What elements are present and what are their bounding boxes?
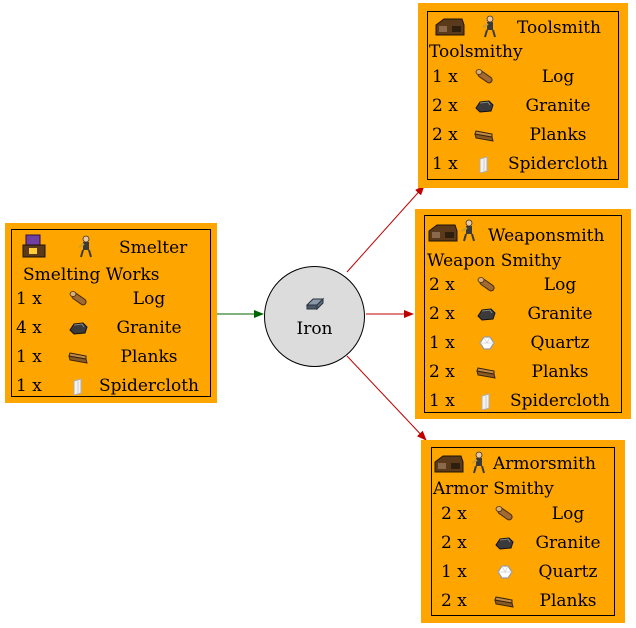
consumer-node-toolsmith[interactable]: Toolsmith Toolsmithy 1 x Log 2 x Granite… xyxy=(418,3,628,188)
list-item: 2 x Planks xyxy=(441,591,597,611)
ware-node-iron[interactable]: Iron xyxy=(264,266,365,367)
node-building: Smelting Works xyxy=(23,265,160,285)
node-building: Armor Smithy xyxy=(433,479,554,499)
node-building: Toolsmithy xyxy=(429,42,523,62)
producer-node-smelter[interactable]: Smelter Smelting Works 1 x Log 4 x Grani… xyxy=(5,223,217,403)
log-icon xyxy=(69,291,88,307)
granite-icon xyxy=(69,322,88,335)
node-title: Armorsmith xyxy=(493,454,596,474)
log-icon xyxy=(475,69,494,85)
list-item: 1 x Planks xyxy=(16,347,178,367)
weapon-smithy-building-icon xyxy=(428,224,458,242)
armorsmith-worker-icon xyxy=(471,451,485,474)
granite-icon xyxy=(477,308,496,321)
consumer-node-weaponsmith[interactable]: Weaponsmith Weapon Smithy 2 x Log 2 x Gr… xyxy=(415,209,631,419)
planks-icon xyxy=(68,352,88,364)
list-item: 1 x Spidercloth xyxy=(16,376,199,396)
list-item: 2 x Log xyxy=(441,504,585,524)
list-item: 1 x Log xyxy=(16,289,166,309)
list-item: 2 x Granite xyxy=(441,533,601,553)
list-item: 1 x Quartz xyxy=(441,562,598,582)
smelter-worker-icon xyxy=(78,235,92,258)
list-item: 2 x Granite xyxy=(432,96,591,116)
consumer-node-armorsmith[interactable]: Armorsmith Armor Smithy 2 x Log 2 x Gran… xyxy=(421,440,625,623)
edge-iron-to-toolsmith xyxy=(346,185,425,273)
spidercloth-icon xyxy=(73,378,82,395)
log-icon xyxy=(477,277,496,293)
node-building: Weapon Smithy xyxy=(427,251,562,271)
list-item: 1 x Log xyxy=(432,67,575,87)
toolsmithy-building-icon xyxy=(435,18,465,36)
list-item: 2 x Log xyxy=(429,275,577,295)
node-title: Smelter xyxy=(119,238,188,258)
granite-icon xyxy=(495,537,514,550)
list-item: 2 x Planks xyxy=(429,362,589,382)
node-title: Toolsmith xyxy=(517,18,601,38)
node-title: Weaponsmith xyxy=(488,226,605,246)
smelting-works-building-icon xyxy=(22,234,46,258)
edge-iron-to-armorsmith xyxy=(346,355,427,441)
spidercloth-icon xyxy=(479,156,488,173)
list-item: 4 x Granite xyxy=(16,318,182,338)
planks-icon xyxy=(476,367,496,379)
planks-icon xyxy=(494,596,514,608)
toolsmith-worker-icon xyxy=(482,15,496,38)
list-item: 1 x Spidercloth xyxy=(432,154,608,174)
granite-icon xyxy=(475,100,494,113)
list-item: 2 x Granite xyxy=(429,304,593,324)
list-item: 1 x Spidercloth xyxy=(429,391,610,411)
iron-ingot-icon xyxy=(306,298,324,310)
list-item: 1 x Quartz xyxy=(429,333,590,353)
planks-icon xyxy=(474,130,494,142)
quartz-icon xyxy=(479,336,495,350)
log-icon xyxy=(495,506,514,522)
spidercloth-icon xyxy=(481,393,490,410)
armor-smithy-building-icon xyxy=(434,455,464,473)
ware-label: Iron xyxy=(296,319,333,339)
list-item: 2 x Planks xyxy=(432,125,587,145)
weaponsmith-worker-icon xyxy=(461,219,475,242)
quartz-icon xyxy=(497,565,513,579)
